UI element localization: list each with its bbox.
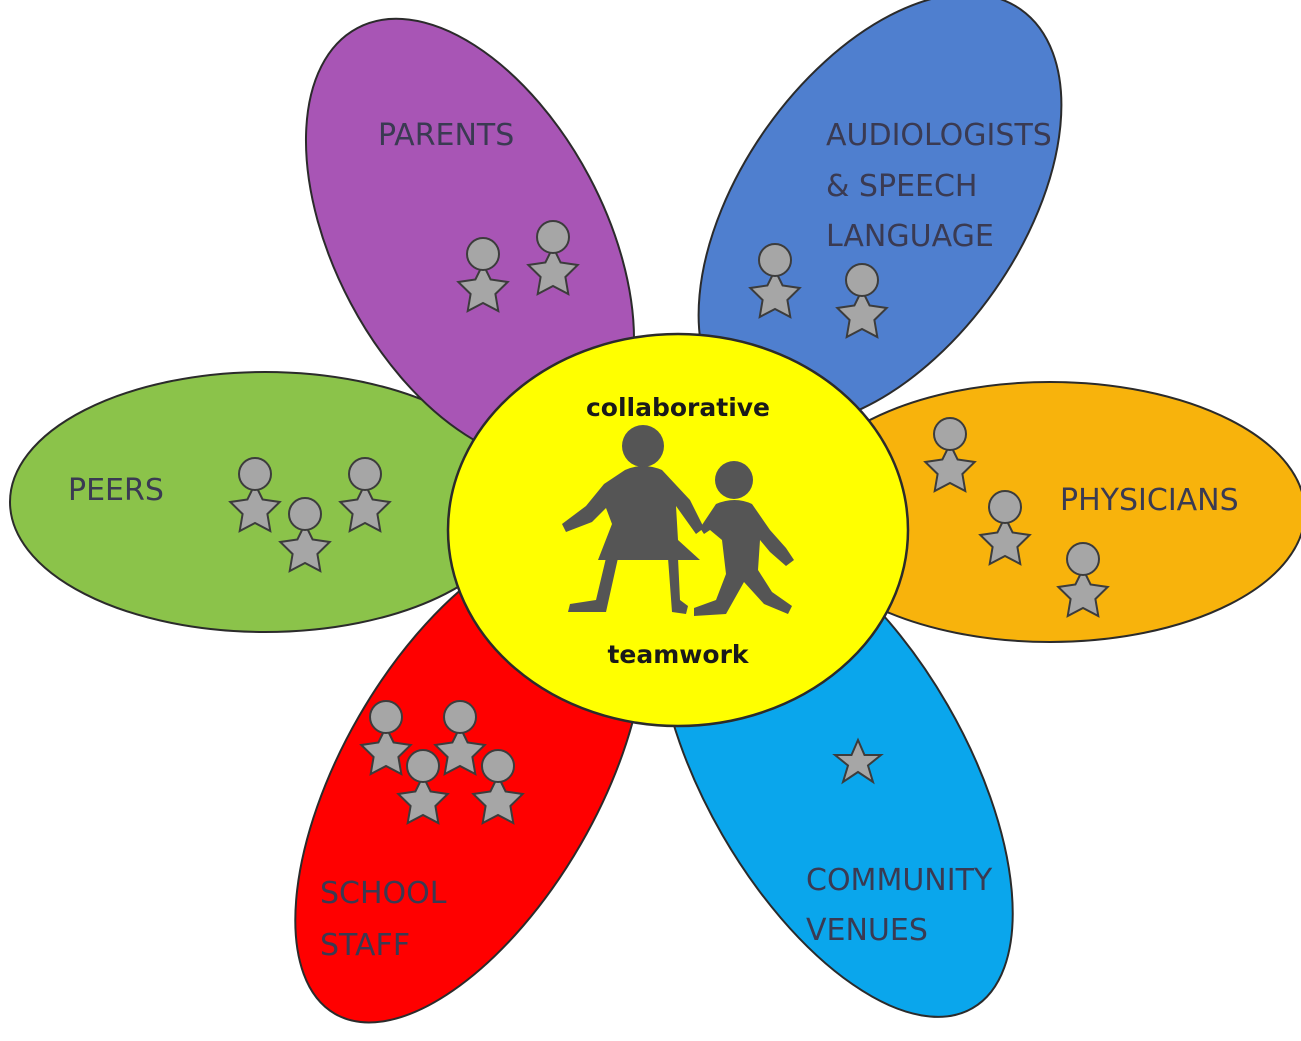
label-school-staff-2: STAFF <box>320 928 410 963</box>
label-peers: PEERS <box>68 473 164 508</box>
label-physicians: PHYSICIANS <box>1060 483 1239 518</box>
label-community-2: VENUES <box>806 913 928 948</box>
label-audiologists-3: LANGUAGE <box>826 219 994 254</box>
center-circle: collaborative teamwork <box>446 332 910 728</box>
label-audiologists-2: & SPEECH <box>826 169 977 204</box>
children-crossing-icon <box>562 425 794 616</box>
label-school-staff-1: SCHOOL <box>320 876 447 911</box>
label-parents: PARENTS <box>378 118 514 153</box>
label-audiologists-1: AUDIOLOGISTS <box>826 118 1052 153</box>
center-bottom-label: teamwork <box>607 640 749 669</box>
center-top-label: collaborative <box>586 393 770 422</box>
label-community-1: COMMUNITY <box>806 863 993 898</box>
